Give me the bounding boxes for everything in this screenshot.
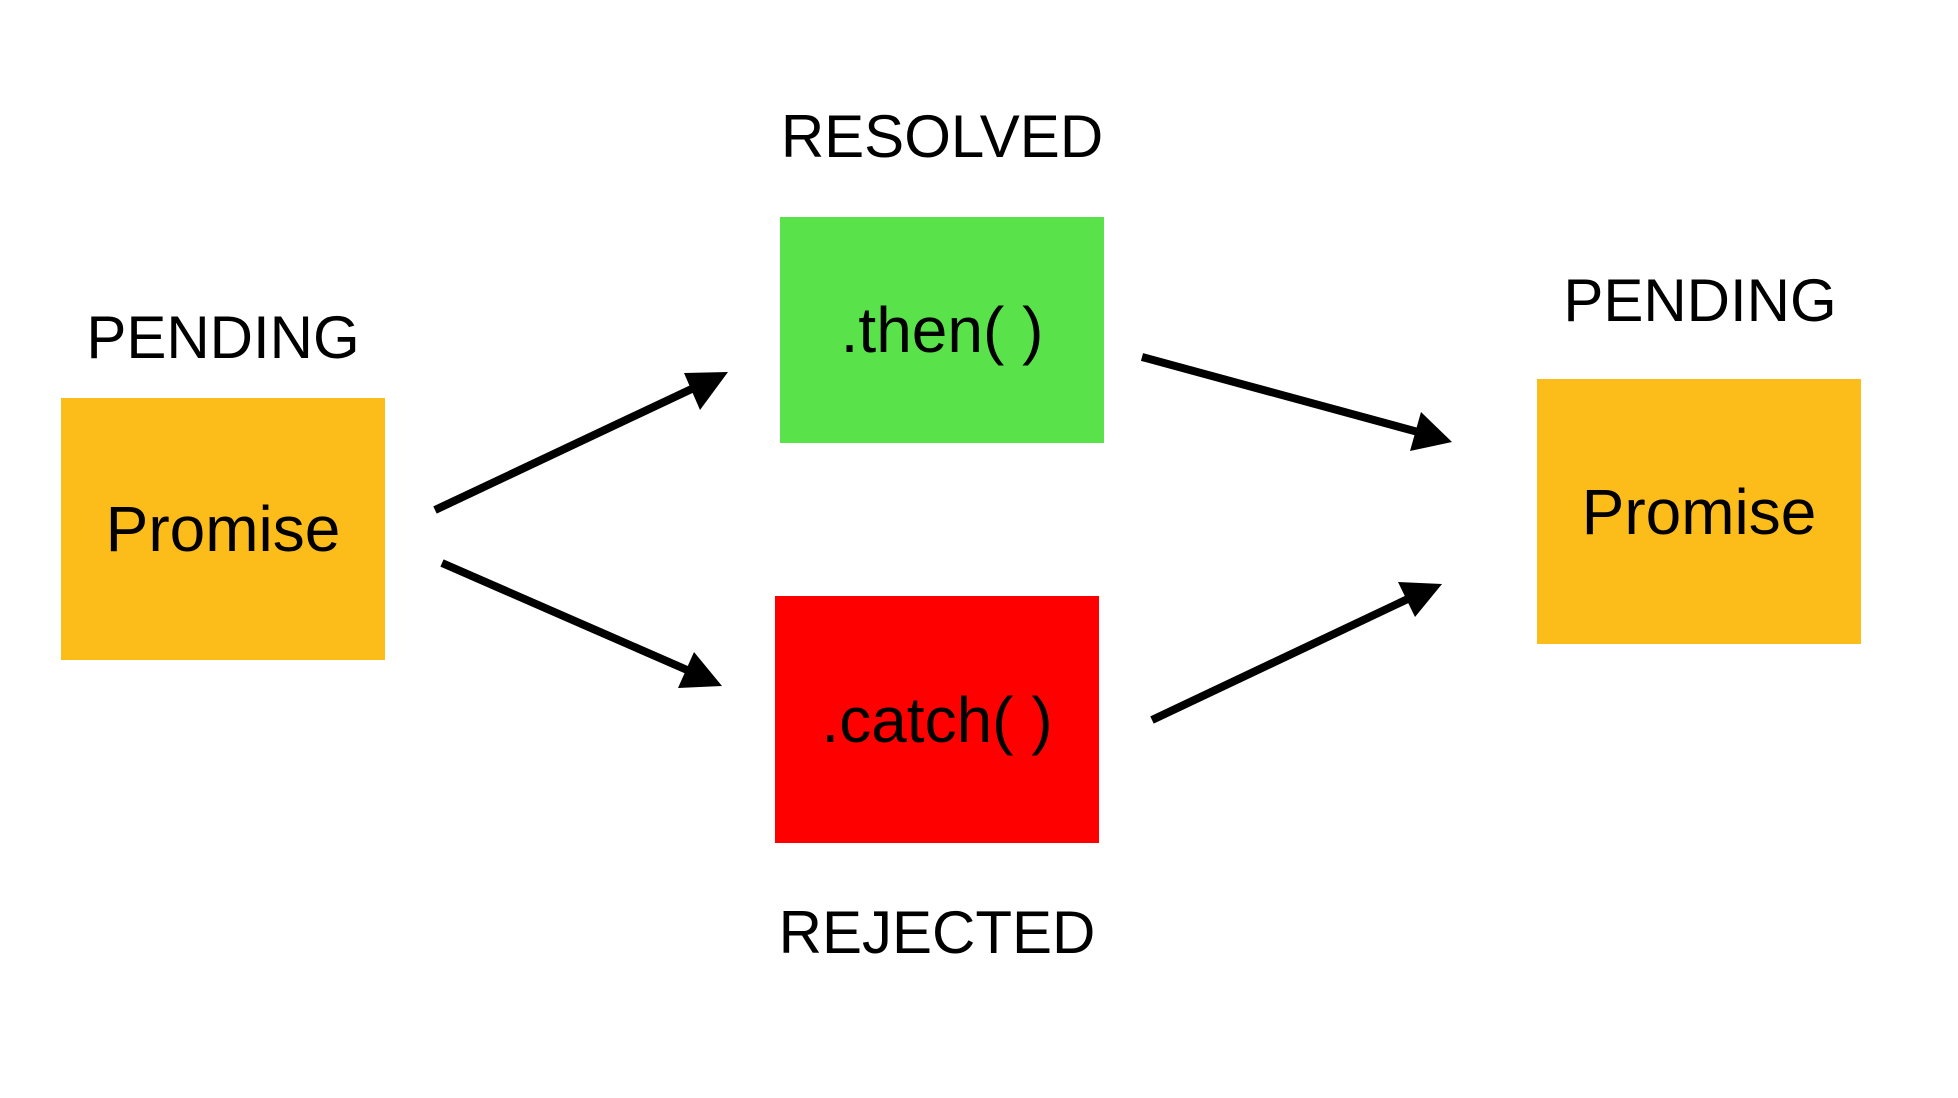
arrow-line-then-to-promise	[1140, 353, 1420, 436]
then-box: .then( )	[780, 217, 1104, 443]
right-promise-box-text: Promise	[1581, 475, 1817, 548]
arrow-line-promise-to-then	[433, 382, 700, 514]
left-promise-box-text: Promise	[105, 493, 341, 565]
arrow-head-catch-to-promise	[1398, 582, 1442, 617]
arrow-head-then-to-promise	[1410, 412, 1452, 451]
pending-label-right: PENDING	[1563, 267, 1837, 334]
arrow-line-promise-to-catch	[440, 559, 696, 677]
catch-box: .catch( )	[775, 596, 1099, 843]
arrow-head-promise-to-catch	[678, 652, 722, 688]
rejected-label: REJECTED	[778, 899, 1096, 966]
left-promise-box: Promise	[61, 398, 385, 660]
resolved-label: RESOLVED	[780, 103, 1104, 170]
catch-box-text: .catch( )	[821, 683, 1053, 756]
pending-label-left: PENDING	[86, 304, 360, 371]
arrow-head-promise-to-then	[684, 372, 728, 410]
arrow-line-catch-to-promise	[1150, 593, 1414, 724]
right-promise-box: Promise	[1537, 379, 1861, 644]
then-box-text: .then( )	[840, 294, 1044, 366]
